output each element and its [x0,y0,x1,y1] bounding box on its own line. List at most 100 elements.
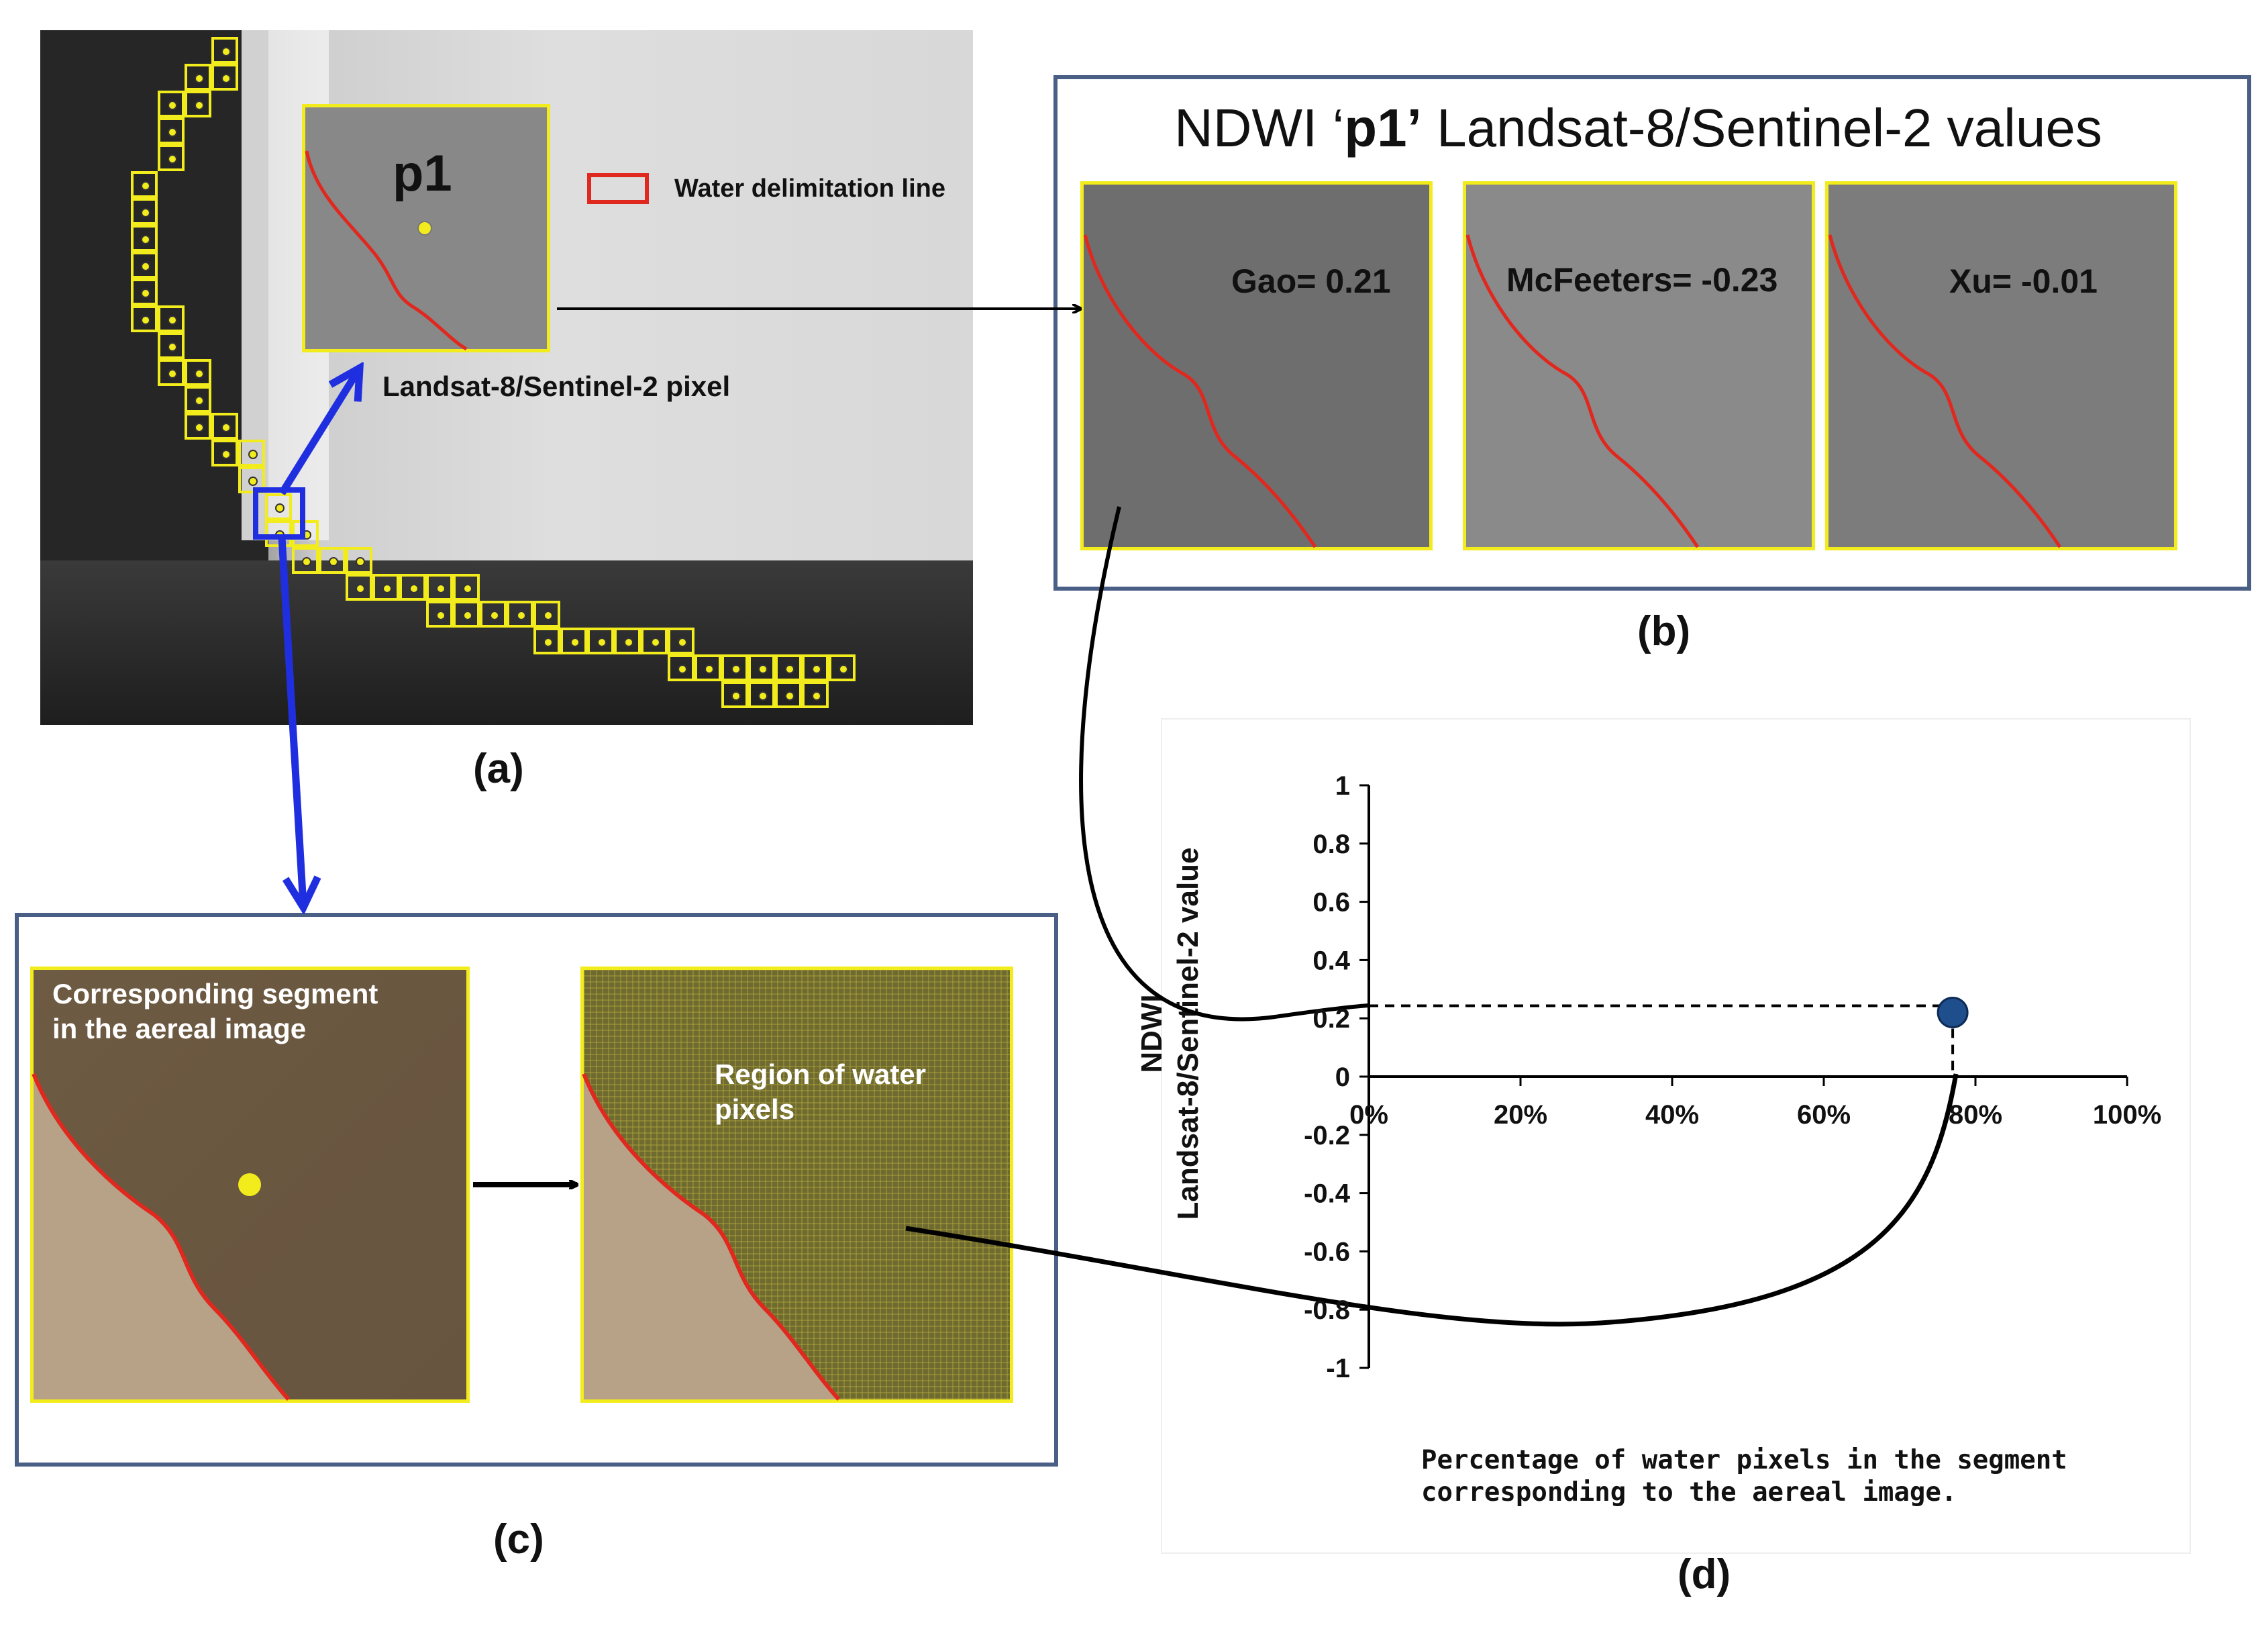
x-tick-label: 20% [1494,1100,1547,1130]
water-shore-line [582,1073,841,1401]
shoreline-pixel [453,601,480,628]
blue-arrow-to-aerial [278,536,303,906]
pixel-center-dot [141,208,150,217]
shoreline-pixel [131,225,158,252]
gao-value: Gao= 0.21 [1231,262,1391,300]
pixel-center-dot [651,638,660,647]
shoreline-pixel [131,198,158,225]
pixel-center-dot [785,691,794,701]
shoreline-pixel [265,493,292,520]
shoreline-pixel [238,466,265,493]
pixel-center-dot [302,557,311,566]
shoreline-pixel [748,654,775,681]
y-tick-label: 0.8 [1312,830,1350,859]
y-tick-label: -0.6 [1304,1237,1350,1267]
shoreline-pixel [158,305,185,332]
pixel-center-dot [731,664,741,674]
shoreline-pixel [372,574,399,601]
water-shore-land [584,1074,839,1399]
shoreline-pixel [426,601,453,628]
panel-b-title: NDWI ‘p1’ Landsat-8/Sentinel-2 values [1174,97,2102,159]
pixel-center-dot [168,315,177,325]
shoreline-pixel [158,332,185,359]
chart-footnote: Percentage of water pixels in the segmen… [1421,1444,2067,1509]
p1-point [417,221,432,236]
panel-b-caption: (b) [1637,608,1691,654]
pixel-center-dot [195,423,204,432]
shoreline-pixel [721,654,748,681]
shoreline-pixel [158,117,185,144]
shoreline-pixel [641,628,668,654]
pixel-center-dot [168,342,177,352]
shoreline-pixel [185,413,211,440]
shoreline-pixel [158,91,185,117]
shoreline-pixel [748,681,775,708]
xu-thumbnail [1825,181,2177,550]
legend-label: Water delimitation line [674,175,945,203]
pixel-center-dot [221,47,231,56]
chart-footnote-line2: corresponding to the aereal image. [1421,1477,1957,1508]
panel-c-frame [15,913,1058,1467]
shoreline-pixel [668,628,694,654]
aerial-point [238,1173,261,1196]
blue-arrow-to-inset [278,369,359,495]
shoreline-pixel [721,681,748,708]
panel-a-caption: (a) [473,746,524,792]
pixel-center-dot [275,503,285,513]
pixel-center-dot [758,691,768,701]
shoreline-pixel [614,628,641,654]
water-label: Region of water pixels [715,1057,926,1127]
pixel-center-dot [436,611,446,620]
chart-footnote-line1: Percentage of water pixels in the segmen… [1421,1445,2067,1475]
shoreline-pixel [560,628,587,654]
data-point [1937,997,1969,1029]
shoreline-pixel [185,91,211,117]
pixel-center-dot [221,450,231,459]
panel-b-title-prefix: NDWI ‘ [1174,98,1345,158]
pixel-center-dot [356,557,365,566]
shoreline-pixel [694,654,721,681]
shoreline-pixel [775,681,802,708]
pixel-center-dot [248,450,258,459]
y-tick-label: 0.6 [1312,888,1350,918]
panel-c-caption: (c) [493,1516,544,1563]
pixel-center-dot [168,101,177,110]
pixel-center-dot [356,584,365,593]
shoreline-pixel [238,440,265,466]
p1-label: p1 [393,145,452,202]
pixel-center-dot [195,101,204,110]
panel-b-frame [1053,75,2251,591]
connector-from-gao [1079,506,1370,1022]
mcfeeters-value: McFeeters= -0.23 [1506,261,1778,299]
shoreline-pixel [453,574,480,601]
shoreline-pixel [131,279,158,305]
pixel-center-dot [168,369,177,379]
shoreline-pixel [346,574,372,601]
shoreline-pixel [131,305,158,332]
pixel-center-dot [570,638,580,647]
shoreline-pixel [211,37,238,64]
x-tick-label: 100% [2093,1100,2161,1130]
pixel-center-dot [544,611,553,620]
shoreline-pixel [158,359,185,386]
panel-d-frame [1161,718,2191,1554]
shoreline-pixel [211,413,238,440]
pixel-center-dot [409,584,419,593]
shoreline-pixel [802,681,829,708]
shoreline-pixel [185,64,211,91]
ndwi-chart: 10.80.60.40.20-0.2-0.4-0.6-0.8-10%20%40%… [1304,771,2161,1383]
xu-delimitation-line [1828,234,2062,548]
x-tick-label: 80% [1949,1100,2002,1130]
pixel-center-dot [812,691,821,701]
shoreline-pixel [346,547,372,574]
pixel-center-dot [221,423,231,432]
shoreline-pixel [399,574,426,601]
water-region-image [580,967,1013,1403]
pixel-center-dot [329,557,338,566]
panel-b-title-suffix: Landsat-8/Sentinel-2 values [1421,98,2102,158]
shoreline-pixel [802,654,829,681]
shoreline-pixel [158,144,185,171]
pixel-center-dot [705,664,714,674]
pixel-center-dot [544,638,553,647]
segment-label-line2: in the aereal image [52,1013,307,1044]
